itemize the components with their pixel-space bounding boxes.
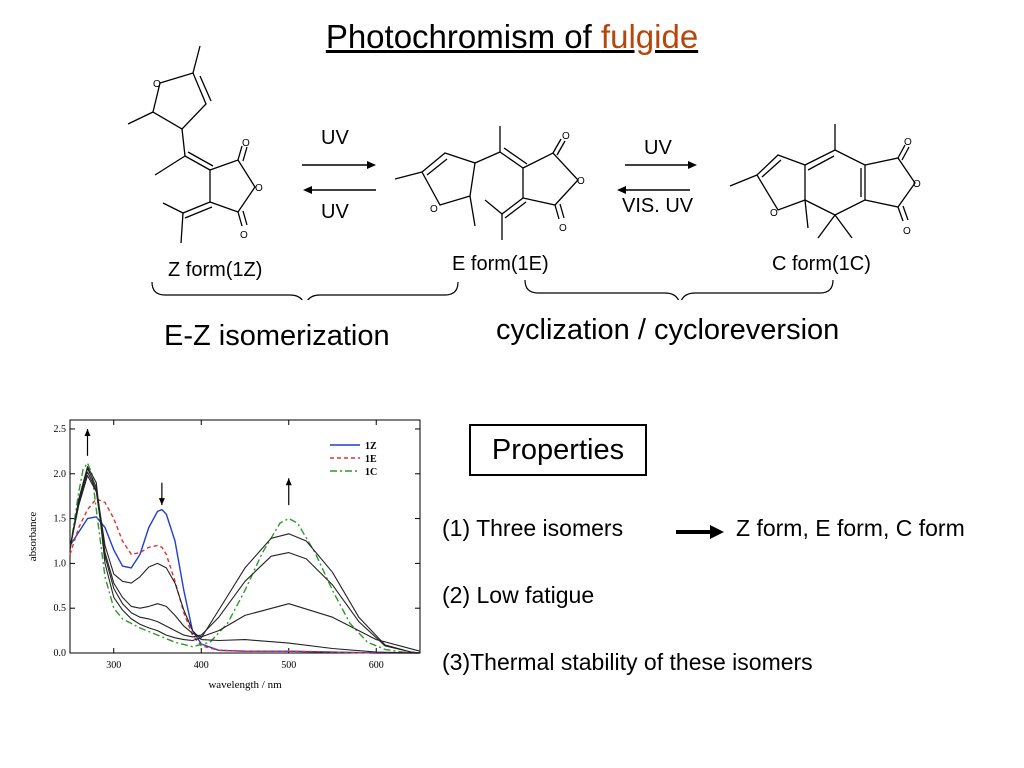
atom-o: O — [904, 137, 912, 148]
e-form-label: E form(1E) — [452, 253, 549, 275]
arrow-head-icon — [84, 428, 91, 436]
arrow-right-icon — [676, 525, 724, 539]
c-form-structure — [729, 124, 916, 239]
properties-header: Properties — [469, 424, 647, 476]
legend-label: 1Z — [365, 441, 377, 452]
y-axis-label: absorbance — [27, 512, 39, 562]
atom-o: O — [430, 204, 438, 215]
atom-o: O — [577, 176, 585, 187]
x-axis-label: wavelength / nm — [208, 679, 282, 691]
x-tick-label: 500 — [281, 660, 296, 671]
reaction-scheme: O O O O O O O O O O O O — [127, 45, 921, 300]
atom-o: O — [153, 79, 161, 90]
series-line-1c — [69, 462, 421, 654]
y-tick-label: 2.5 — [54, 424, 67, 435]
y-tick-label: 1.5 — [54, 514, 67, 525]
arrow-head-icon — [285, 478, 292, 486]
legend-label: 1C — [365, 467, 377, 478]
y-tick-label: 0.0 — [54, 648, 67, 659]
group2-label: cyclization / cycloreversion — [496, 314, 840, 346]
c-form-label: C form(1C) — [772, 253, 871, 275]
atom-o: O — [903, 226, 911, 237]
legend: 1Z 1E 1C — [330, 441, 377, 478]
series-line-intermediate-4 — [69, 475, 421, 652]
group-braces — [151, 279, 834, 300]
x-tick-label: 600 — [369, 660, 384, 671]
z-form-label: Z form(1Z) — [168, 259, 263, 281]
property-1: (1) Three isomers — [442, 515, 624, 541]
atom-o: O — [240, 230, 248, 241]
plot-frame — [69, 419, 421, 654]
reaction-arrows — [302, 161, 697, 194]
y-tick-label: 0.5 — [54, 603, 67, 614]
e-form-structure — [394, 126, 579, 240]
plot-border — [69, 419, 421, 654]
absorption-spectrum-chart: 300 400 500 600 0.0 0.5 1.0 1.5 2.0 2.5 1Z 1E 1C wa… — [27, 419, 421, 691]
slide-title: Photochromism of fulgide — [0, 18, 1024, 56]
property-1-result: Z form, E form, C form — [736, 515, 965, 541]
atom-o: O — [770, 208, 778, 219]
y-tick-label: 2.0 — [54, 469, 67, 480]
group1-label: E-Z isomerization — [164, 320, 390, 352]
atom-o: O — [562, 131, 570, 142]
atom-o: O — [255, 183, 263, 194]
x-tick-label: 400 — [194, 660, 209, 671]
x-tick-label: 300 — [106, 660, 121, 671]
arrow2-bottom-label: VIS. UV — [622, 195, 694, 217]
property-3: (3)Thermal stability of these isomers — [442, 649, 813, 675]
arrow1-top-label: UV — [321, 127, 349, 149]
title-main: Photochromism of — [325, 18, 601, 55]
property-2: (2) Low fatigue — [442, 582, 595, 608]
y-tick-label: 1.0 — [54, 558, 67, 569]
change-arrows — [84, 428, 292, 506]
series-line-intermediate-3 — [69, 467, 421, 654]
atom-o: O — [559, 223, 567, 234]
series-group — [69, 462, 421, 654]
z-form-structure — [127, 45, 256, 244]
axis-ticks: 300 400 500 600 0.0 0.5 1.0 1.5 2.0 2.5 — [54, 420, 420, 671]
title-highlight: fulgide — [600, 18, 699, 55]
series-line-intermediate-6 — [69, 466, 421, 654]
series-line-intermediate-5 — [69, 471, 421, 654]
arrow1-bottom-label: UV — [321, 201, 349, 223]
series-line-1e — [69, 498, 420, 654]
arrow-head-icon — [158, 498, 165, 506]
legend-label: 1E — [365, 454, 377, 465]
arrow2-top-label: UV — [644, 137, 672, 159]
atom-o: O — [242, 138, 250, 149]
atom-o: O — [913, 179, 921, 190]
